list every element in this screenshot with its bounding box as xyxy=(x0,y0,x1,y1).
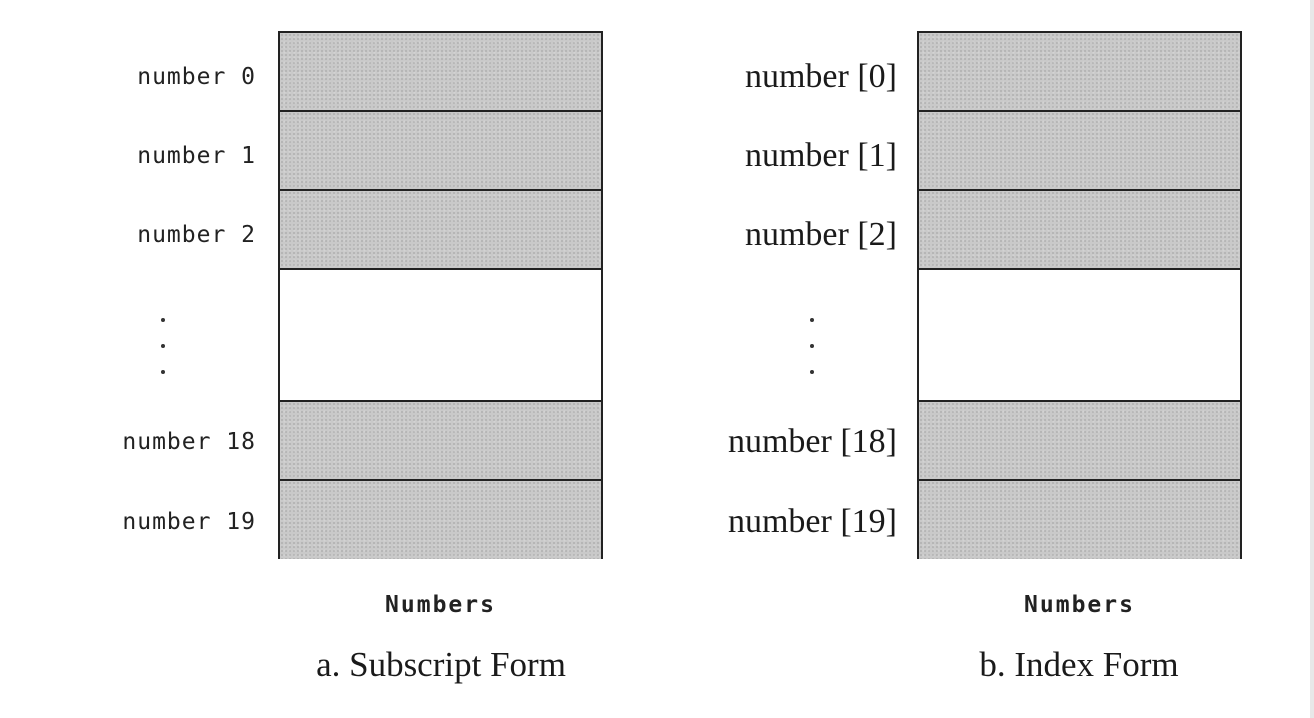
array-name-caption: Numbers xyxy=(385,592,496,618)
page-edge xyxy=(1310,0,1314,718)
array-cell-gap xyxy=(280,270,601,402)
figure-subcaption: b. Index Form xyxy=(979,645,1179,684)
vertical-ellipsis xyxy=(810,318,816,378)
array-box xyxy=(917,31,1242,559)
element-label-2: number [2] xyxy=(744,216,897,253)
array-cell-1 xyxy=(919,112,1240,191)
ellipsis-dot xyxy=(810,318,814,322)
element-label-1: number 1 xyxy=(137,143,256,169)
index-form-diagram: number [0] number [1] number [2] number … xyxy=(650,0,1290,718)
array-cell-1 xyxy=(280,112,601,191)
vertical-ellipsis xyxy=(161,318,167,378)
array-cell-19 xyxy=(919,481,1240,559)
array-cell-0 xyxy=(919,33,1240,112)
element-label-0: number [0] xyxy=(744,58,897,95)
array-cell-18 xyxy=(280,402,601,481)
array-cell-0 xyxy=(280,33,601,112)
element-label-0: number 0 xyxy=(137,64,256,90)
ellipsis-dot xyxy=(161,344,165,348)
element-label-19: number 19 xyxy=(122,509,256,535)
array-cell-18 xyxy=(919,402,1240,481)
array-cell-2 xyxy=(280,191,601,270)
figure-subcaption: a. Subscript Form xyxy=(316,645,566,684)
ellipsis-dot xyxy=(161,318,165,322)
ellipsis-dot xyxy=(810,344,814,348)
element-label-1: number [1] xyxy=(744,137,897,174)
element-label-18: number 18 xyxy=(122,429,256,455)
array-cell-2 xyxy=(919,191,1240,270)
subscript-form-diagram: number 0 number 1 number 2 number 18 num… xyxy=(0,0,640,718)
index-labels: number [0] number [1] number [2] number … xyxy=(650,0,897,718)
subscript-labels: number 0 number 1 number 2 number 18 num… xyxy=(0,0,256,718)
ellipsis-dot xyxy=(810,370,814,374)
ellipsis-dot xyxy=(161,370,165,374)
element-label-19: number [19] xyxy=(727,503,897,540)
array-name-caption: Numbers xyxy=(1024,592,1135,618)
element-label-2: number 2 xyxy=(137,222,256,248)
array-box xyxy=(278,31,603,559)
array-cell-gap xyxy=(919,270,1240,402)
array-cell-19 xyxy=(280,481,601,559)
element-label-18: number [18] xyxy=(727,423,897,460)
